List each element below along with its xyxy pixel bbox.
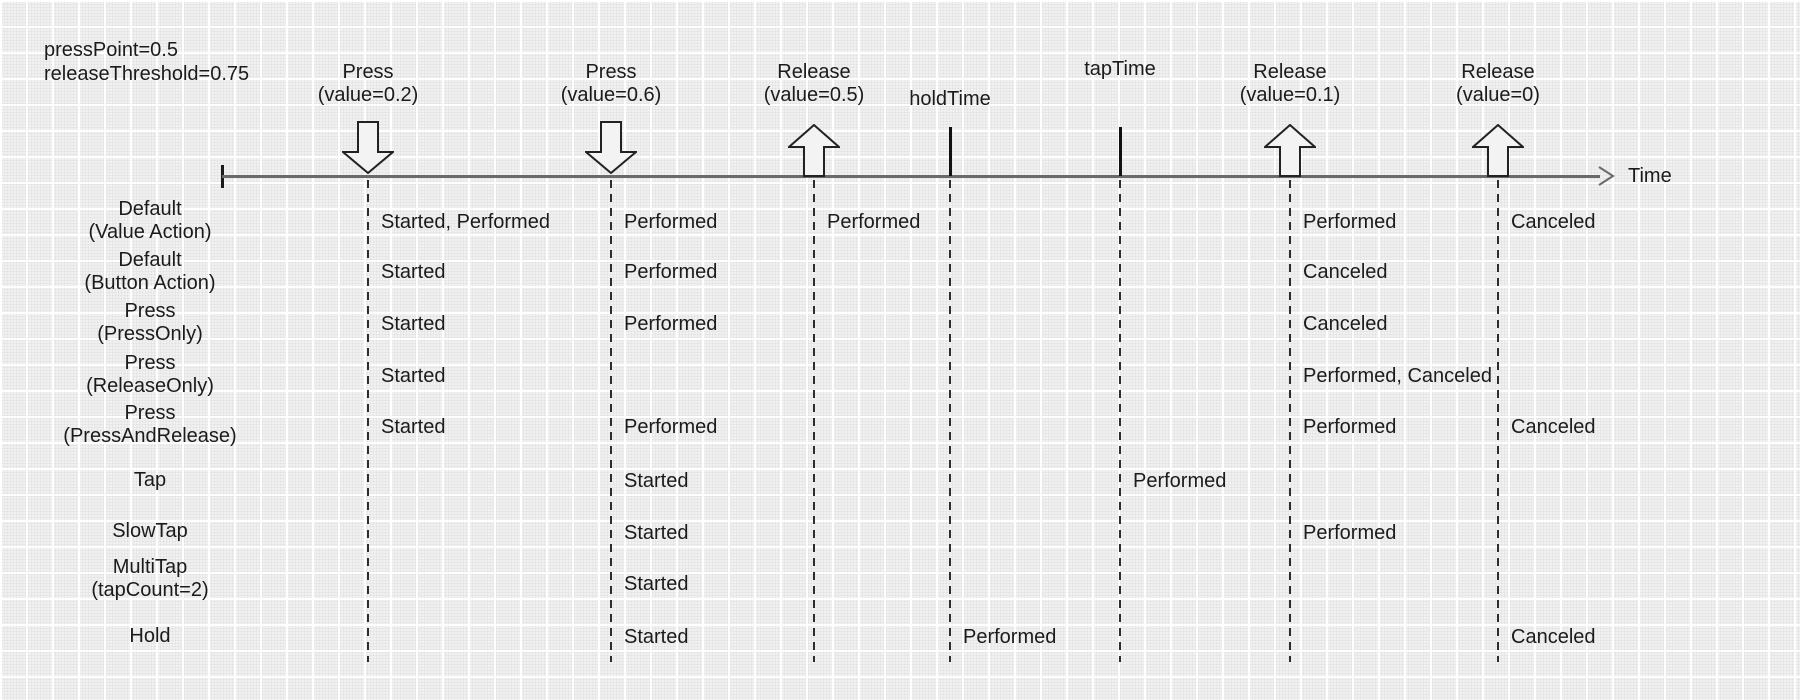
event-dashed-line-release-value-0-1 bbox=[1289, 180, 1291, 662]
column-label-press-value-0-6: Press(value=0.6) bbox=[491, 61, 731, 107]
release-arrow-up-icon bbox=[788, 124, 840, 177]
press-arrow-down-icon bbox=[342, 121, 394, 174]
row-label-line: (tapCount=2) bbox=[91, 579, 209, 601]
time-axis-label: Time bbox=[1628, 165, 1672, 187]
event-dashed-line-press-value-0-2 bbox=[367, 180, 369, 662]
press-point-text: pressPoint=0.5 bbox=[44, 39, 178, 61]
row-label-tap: Tap bbox=[20, 469, 280, 492]
row-label-line: (Button Action) bbox=[84, 272, 216, 294]
row-label-line: Default bbox=[118, 249, 182, 271]
row-label-slow-tap: SlowTap bbox=[20, 520, 280, 543]
phase-event-press-press-only: Performed bbox=[624, 313, 718, 335]
row-label-line: MultiTap bbox=[112, 556, 188, 578]
column-label-line: (value=0) bbox=[1456, 84, 1540, 106]
event-dashed-line-hold-time bbox=[949, 180, 951, 662]
column-label-line: Press bbox=[585, 61, 637, 83]
row-label-press-release-only: Press(ReleaseOnly) bbox=[20, 352, 280, 398]
row-label-line: SlowTap bbox=[112, 519, 188, 542]
phase-event-default-value-action: Performed bbox=[624, 211, 718, 233]
event-dashed-line-release-value-0-5 bbox=[813, 180, 815, 662]
column-label-line: tapTime bbox=[1084, 58, 1156, 80]
phase-event-press-release-only: Performed, Canceled bbox=[1303, 365, 1492, 387]
phase-event-hold: Started bbox=[624, 626, 689, 648]
release-arrow-up-icon bbox=[1472, 124, 1524, 177]
column-label-line: (value=0.5) bbox=[763, 84, 865, 106]
row-label-line: (Value Action) bbox=[88, 221, 212, 243]
row-label-line: Hold bbox=[129, 624, 171, 647]
phase-event-hold: Performed bbox=[963, 626, 1057, 648]
release-arrow-up-icon bbox=[1264, 124, 1316, 177]
column-label-hold-time: holdTime bbox=[830, 88, 1070, 111]
column-label-release-value-0-1: Release(value=0.1) bbox=[1170, 61, 1410, 107]
phase-event-tap: Started bbox=[624, 470, 689, 492]
phase-event-tap: Performed bbox=[1133, 470, 1227, 492]
time-threshold-tick-hold-time bbox=[949, 127, 952, 176]
column-label-line: Release bbox=[777, 61, 851, 83]
event-dashed-line-tap-time bbox=[1119, 180, 1121, 662]
time-axis-arrowhead-icon bbox=[1598, 166, 1615, 186]
row-label-line: Tap bbox=[133, 468, 167, 491]
phase-event-slow-tap: Started bbox=[624, 522, 689, 544]
phase-event-default-value-action: Performed bbox=[827, 211, 921, 233]
phase-event-multi-tap: Started bbox=[624, 573, 689, 595]
parameters-annotation: pressPoint=0.5 releaseThreshold=0.75 bbox=[44, 38, 249, 86]
phase-event-press-press-and-release: Started bbox=[381, 416, 446, 438]
row-label-default-value-action: Default(Value Action) bbox=[20, 198, 280, 244]
row-label-line: Press bbox=[124, 352, 176, 374]
phase-event-default-button-action: Canceled bbox=[1303, 261, 1388, 283]
phase-event-press-press-and-release: Performed bbox=[624, 416, 718, 438]
row-label-multi-tap: MultiTap(tapCount=2) bbox=[20, 556, 280, 602]
column-label-line: Press bbox=[342, 61, 394, 83]
phase-event-default-value-action: Started, Performed bbox=[381, 211, 550, 233]
row-label-press-press-only: Press(PressOnly) bbox=[20, 300, 280, 346]
row-label-line: (PressOnly) bbox=[97, 323, 203, 345]
column-label-tap-time: tapTime bbox=[1000, 58, 1240, 81]
phase-event-default-value-action: Canceled bbox=[1511, 211, 1596, 233]
row-label-hold: Hold bbox=[20, 625, 280, 648]
phase-event-default-button-action: Started bbox=[381, 261, 446, 283]
column-label-line: Release bbox=[1253, 61, 1327, 83]
time-axis bbox=[222, 175, 1600, 178]
phase-event-press-press-only: Canceled bbox=[1303, 313, 1388, 335]
column-label-line: holdTime bbox=[909, 88, 991, 110]
row-label-default-button-action: Default(Button Action) bbox=[20, 249, 280, 295]
phase-event-slow-tap: Performed bbox=[1303, 522, 1397, 544]
column-label-line: (value=0.2) bbox=[317, 84, 419, 106]
phase-event-press-press-and-release: Performed bbox=[1303, 416, 1397, 438]
row-label-line: (ReleaseOnly) bbox=[86, 375, 214, 397]
column-label-line: (value=0.1) bbox=[1239, 84, 1341, 106]
column-label-line: Release bbox=[1461, 61, 1535, 83]
row-label-line: Default bbox=[118, 198, 182, 220]
phase-event-press-press-and-release: Canceled bbox=[1511, 416, 1596, 438]
row-label-press-press-and-release: Press(PressAndRelease) bbox=[20, 402, 280, 448]
event-dashed-line-release-value-0 bbox=[1497, 180, 1499, 662]
column-label-release-value-0: Release(value=0) bbox=[1378, 61, 1618, 107]
press-arrow-down-icon bbox=[585, 121, 637, 174]
row-label-line: Press bbox=[124, 402, 176, 424]
column-label-line: (value=0.6) bbox=[560, 84, 662, 106]
column-label-release-value-0-5: Release(value=0.5) bbox=[694, 61, 934, 107]
row-label-line: Press bbox=[124, 300, 176, 322]
column-label-press-value-0-2: Press(value=0.2) bbox=[248, 61, 488, 107]
row-label-line: (PressAndRelease) bbox=[63, 425, 237, 447]
phase-event-default-value-action: Performed bbox=[1303, 211, 1397, 233]
phase-event-default-button-action: Performed bbox=[624, 261, 718, 283]
event-dashed-line-press-value-0-6 bbox=[610, 180, 612, 662]
phase-event-press-release-only: Started bbox=[381, 365, 446, 387]
release-threshold-text: releaseThreshold=0.75 bbox=[44, 63, 250, 85]
time-threshold-tick-tap-time bbox=[1119, 127, 1122, 176]
phase-event-hold: Canceled bbox=[1511, 626, 1596, 648]
phase-event-press-press-only: Started bbox=[381, 313, 446, 335]
